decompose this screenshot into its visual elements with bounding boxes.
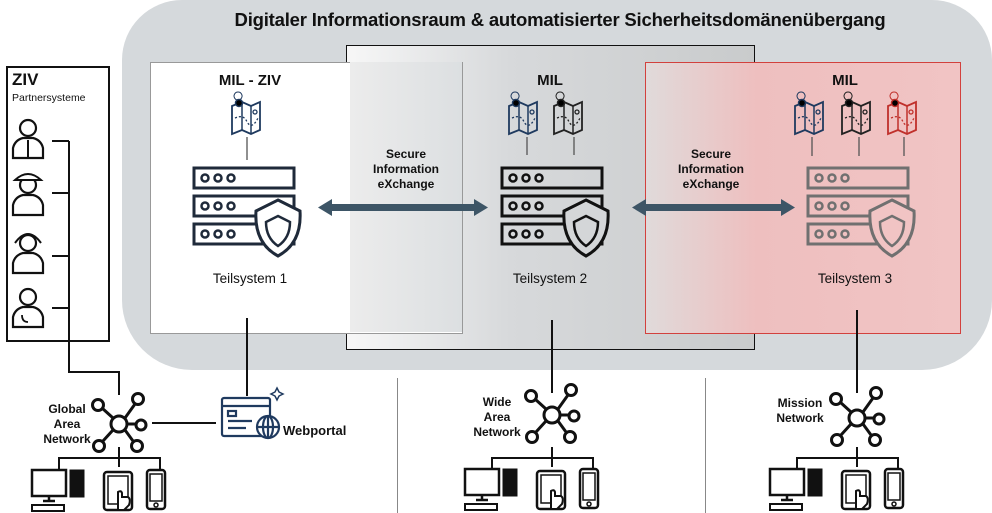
network-label-global: Global Area Network	[32, 402, 102, 447]
secure-server-icon	[192, 166, 302, 258]
police-officer-icon	[11, 173, 45, 217]
network-label-line: Network	[43, 432, 91, 446]
map-icon	[887, 91, 917, 135]
exchange-label-line: Information	[373, 162, 439, 176]
network-label-line: Network	[473, 425, 521, 439]
exchange-label-1: Secure Information eXchange	[350, 147, 462, 192]
network-label-line: Global	[48, 402, 86, 416]
firefighter-icon	[11, 233, 45, 275]
network-links	[152, 310, 858, 424]
client-devices-icon	[463, 467, 600, 512]
exchange-arrow-1	[318, 199, 488, 216]
section-divider	[397, 378, 398, 513]
exchange-label-2: Secure Information eXchange	[655, 147, 767, 192]
partner-connector-lines	[52, 140, 120, 395]
secure-server-icon	[500, 166, 610, 258]
subsystem-label-2: Teilsystem 2	[512, 271, 588, 286]
map-icon	[231, 91, 261, 135]
map-icon	[841, 91, 871, 135]
device-connectors	[58, 447, 899, 470]
subsystem-label-3: Teilsystem 3	[817, 271, 893, 286]
exchange-label-line: Secure	[690, 147, 732, 161]
network-label-line: Wide	[482, 395, 512, 409]
network-label-line: Area	[53, 417, 81, 431]
network-label-mission: Mission Network	[765, 396, 835, 426]
global-network-hub-icon	[91, 392, 148, 453]
domain-title-2: MIL	[537, 72, 563, 89]
webportal-label: Webportal	[283, 423, 347, 438]
domain-title-3: MIL	[832, 72, 858, 89]
mission-network-hub-icon	[829, 386, 886, 447]
exchange-label-line: eXchange	[682, 177, 740, 191]
exchange-label-line: eXchange	[377, 177, 435, 191]
partner-box-title: ZIV	[12, 70, 39, 89]
doctor-icon	[11, 287, 45, 329]
subsystem-label-1: Teilsystem 1	[212, 271, 288, 286]
section-divider	[705, 378, 706, 513]
map-icon	[553, 91, 583, 135]
map-icon	[508, 91, 538, 135]
network-label-line: Network	[776, 411, 824, 425]
webportal-icon	[220, 386, 285, 440]
partner-box-subtitle: Partnersysteme	[12, 92, 86, 104]
exchange-zone-1	[350, 62, 463, 332]
network-label-wide: Wide Area Network	[462, 395, 532, 440]
network-label-line: Mission	[777, 396, 823, 410]
domain-title-1: MIL - ZIV	[218, 72, 282, 89]
exchange-arrow-2	[632, 199, 795, 216]
secure-server-icon	[806, 166, 916, 258]
diagram-title: Digitaler Informationsraum & automatisie…	[234, 9, 886, 30]
exchange-label-line: Information	[678, 162, 744, 176]
client-devices-icon	[768, 467, 905, 512]
business-person-icon	[11, 118, 45, 160]
network-label-line: Area	[483, 410, 511, 424]
client-devices-icon	[30, 468, 167, 513]
exchange-label-line: Secure	[385, 147, 427, 161]
wide-network-hub-icon	[524, 383, 581, 444]
map-icon	[794, 91, 824, 135]
